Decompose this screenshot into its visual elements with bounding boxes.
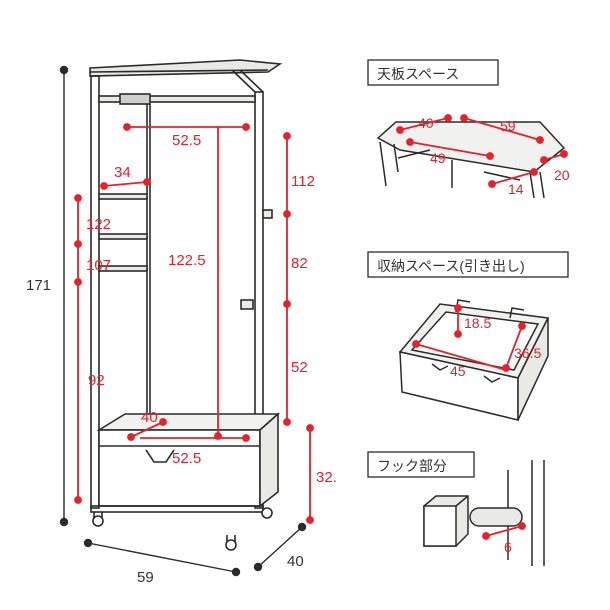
right-post [254,91,264,509]
shelf-1 [98,193,148,200]
storage-label-36-5: 36.5 [514,345,541,361]
caster [225,539,237,551]
top-board-caption: 天板スペース [377,66,459,82]
hook-panel: フック部分 6 [367,451,545,566]
top-label-59: 59 [500,118,516,134]
label-base-width: 52.5 [172,450,201,467]
label-depth: 40 [287,553,304,570]
hanger-rack-illustration [89,59,283,551]
hook-upper [262,209,273,219]
top-board-panel: 天板スペース 40 59 49 14 20 [367,59,570,199]
top-bracket [231,69,264,93]
hook-lower [240,299,254,310]
storage-label-18-5: 18.5 [464,315,491,331]
hanger-rail [98,95,256,103]
label-right-82: 82 [291,255,308,272]
red-dimension-lines [74,123,314,524]
top-label-20: 20 [554,167,570,183]
shelf-2 [98,233,148,240]
top-label-40: 40 [418,115,434,131]
label-right-52: 52 [291,359,308,376]
left-post [90,75,100,509]
top-board [89,59,283,77]
label-right-112: 112 [291,173,315,190]
main-dimension-labels: 171 59 40 52.5 34 122 107 92 122.5 112 8… [26,132,337,586]
label-width: 59 [137,569,154,586]
hook-bar [469,507,523,527]
storage-caption-box [367,251,569,278]
shelf-3 [98,265,148,272]
storage-panel: 収納スペース(引き出し) 18.5 36.5 45 [367,251,569,421]
base-box-top [96,413,281,431]
storage-label-45: 45 [450,363,466,379]
top-board-caption-box [367,59,499,86]
label-center-height: 122.5 [168,252,206,269]
caster [261,507,273,519]
label-left-122: 122 [86,216,111,233]
hook-caption-box [367,451,475,478]
caster [92,515,104,527]
hook-caption: フック部分 [377,458,447,474]
label-left-107: 107 [86,257,111,274]
label-base-depth: 40 [141,409,158,426]
black-dimension-lines [59,65,307,577]
label-left-92: 92 [88,372,105,389]
top-label-14: 14 [508,181,524,197]
storage-caption: 収納スペース(引き出し) [377,258,525,274]
label-rail-width: 52.5 [172,132,201,149]
label-shelf-depth: 34 [114,164,131,181]
drawer-handle [145,449,175,463]
label-total-height: 171 [26,277,51,294]
top-label-49: 49 [430,150,446,166]
base-box-front [98,429,261,507]
hook-label-6: 6 [504,539,512,555]
label-drawer-height: 32. [316,469,337,486]
